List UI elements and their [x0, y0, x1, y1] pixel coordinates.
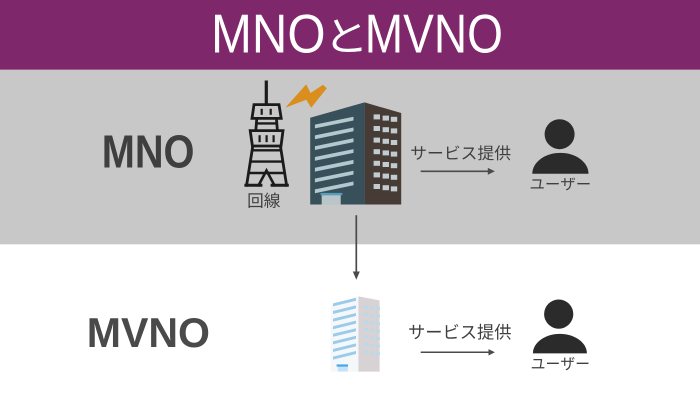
svg-text:MVNO: MVNO [365, 2, 503, 64]
svg-text:MNO: MNO [102, 125, 195, 177]
svg-text:MNO: MNO [211, 2, 326, 64]
svg-text:MVNO: MVNO [87, 309, 210, 356]
